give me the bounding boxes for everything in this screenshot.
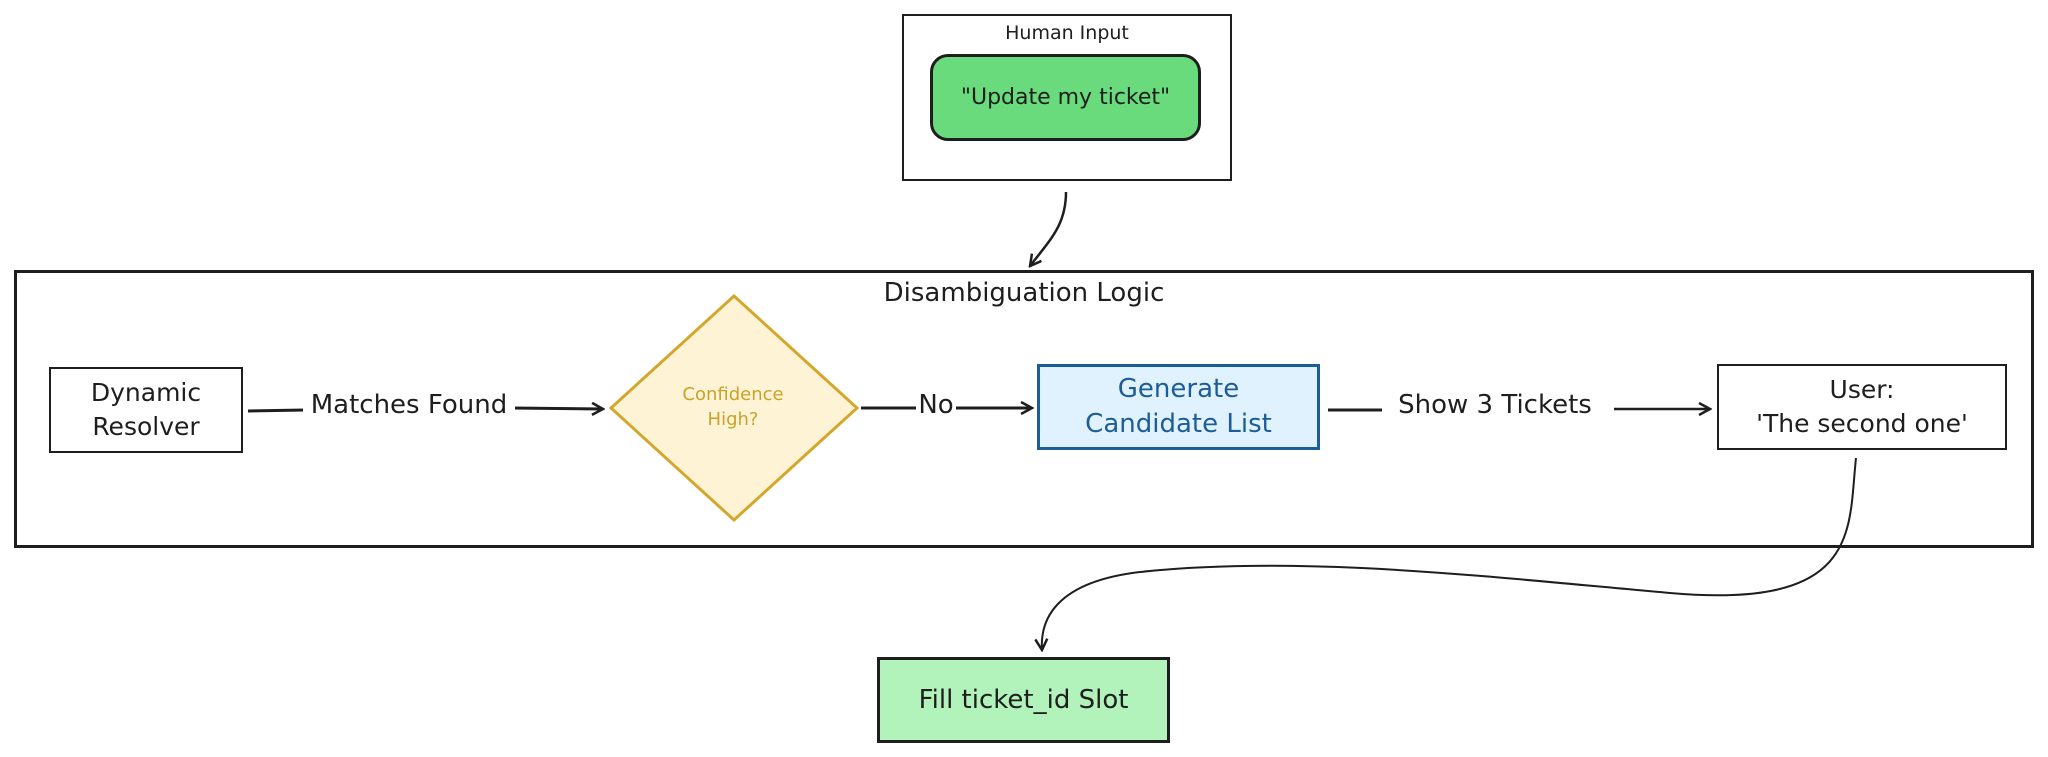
dynamic-resolver-line2: Resolver <box>92 412 200 441</box>
human-input-frame <box>902 14 1232 181</box>
user-line1: User: <box>1829 375 1895 404</box>
decision-line2: High? <box>707 409 759 430</box>
dynamic-resolver-node[interactable]: Dynamic Resolver <box>49 367 243 453</box>
dynamic-resolver-line1: Dynamic <box>90 378 202 407</box>
edge-label-show-tickets: Show 3 Tickets <box>1382 390 1608 420</box>
edge-label-no: No <box>916 390 956 420</box>
generate-line1: Generate <box>1117 374 1240 404</box>
disambiguation-logic-title: Disambiguation Logic <box>883 278 1165 308</box>
edge-input-to-logic <box>1030 191 1068 266</box>
edge-matches-found-left <box>247 408 306 413</box>
fill-slot-label: Fill ticket_id Slot <box>918 685 1129 715</box>
edge-user-to-fill <box>1042 457 1857 650</box>
confidence-decision-node[interactable] <box>608 293 860 523</box>
edge-matches-found-right <box>511 408 603 409</box>
fill-ticket-id-slot-node[interactable]: Fill ticket_id Slot <box>877 657 1170 743</box>
generate-line2: Candidate List <box>1085 409 1272 439</box>
decision-diamond-shape <box>608 293 860 523</box>
user-utterance-box[interactable]: "Update my ticket" <box>930 54 1201 141</box>
decision-line1: Confidence <box>682 384 784 405</box>
edge-label-matches-found: Matches Found <box>303 390 515 420</box>
generate-candidate-list-node[interactable]: Generate Candidate List <box>1037 364 1320 450</box>
user-line2: 'The second one' <box>1756 409 1968 438</box>
decision-label: Confidence High? <box>658 382 808 432</box>
user-response-node[interactable]: User: 'The second one' <box>1717 364 2007 450</box>
user-utterance-text: "Update my ticket" <box>960 85 1171 110</box>
human-input-title: Human Input <box>1005 22 1129 44</box>
disambiguation-logic-frame <box>14 270 2034 548</box>
